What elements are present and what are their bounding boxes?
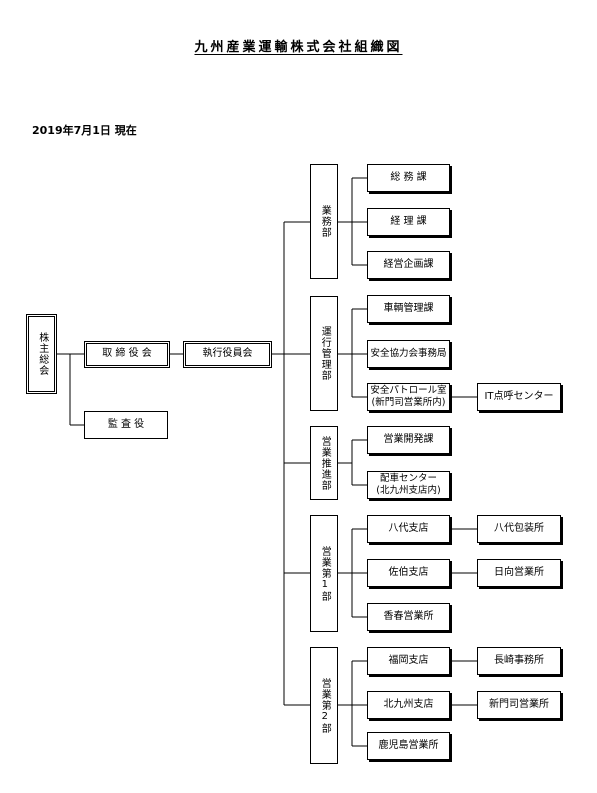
section-hyuga-label: 日向営業所 [494, 566, 544, 578]
section-kitakyushu: 北九州支店 [367, 691, 450, 719]
shareholders-box: 株主総会 [26, 314, 57, 394]
section-keiei-kikaku: 経営企画課 [367, 251, 450, 279]
section-kawara: 香春営業所 [367, 603, 450, 631]
section-yatsushiro-hoso-label: 八代包装所 [494, 522, 544, 534]
section-kagoshima: 鹿児島営業所 [367, 732, 450, 760]
section-haisha: 配車センター (北九州支店内) [367, 471, 450, 499]
section-haisha-label: 配車センター [379, 473, 437, 485]
auditor-label: 監 査 役 [107, 418, 145, 430]
section-yatsushiro-hoso: 八代包装所 [477, 515, 561, 543]
page-title: 九州産業運輸株式会社組織図 [194, 40, 403, 55]
section-nagasaki-label: 長崎事務所 [494, 654, 544, 666]
dept-gyomu-label: 業務部 [319, 205, 331, 238]
dept-eigyo-1: 営業第1部 [310, 515, 338, 632]
section-fukuoka: 福岡支店 [367, 647, 450, 675]
section-anzen-kyoryoku-label: 安全協力会事務局 [370, 348, 447, 360]
section-kagoshima-label: 鹿児島営業所 [378, 739, 439, 751]
section-hyuga: 日向営業所 [477, 559, 561, 587]
section-eigyo-kaihatsu-label: 営業開発課 [383, 433, 434, 445]
section-shinmoji: 新門司営業所 [477, 691, 561, 719]
dept-eigyo-suishin: 営業推進部 [310, 426, 338, 500]
section-fukuoka-label: 福岡支店 [388, 654, 429, 666]
dept-unko: 運行管理部 [310, 296, 338, 411]
executive-box: 執行役員会 [183, 341, 272, 368]
section-eigyo-kaihatsu: 営業開発課 [367, 426, 450, 454]
section-it-tenko-label: IT点呼センター [484, 390, 554, 402]
dept-eigyo-suishin-label: 営業推進部 [319, 435, 331, 491]
section-kawara-label: 香春営業所 [383, 610, 434, 622]
section-keiri-label: 経 理 課 [390, 215, 427, 227]
section-kitakyushu-label: 北九州支店 [383, 698, 434, 710]
section-keiri: 経 理 課 [367, 208, 450, 236]
dept-eigyo-2-label: 営業第2部 [319, 677, 331, 734]
dept-eigyo-2: 営業第2部 [310, 647, 338, 764]
dept-eigyo-1-label: 営業第1部 [319, 545, 331, 602]
section-saiki: 佐伯支店 [367, 559, 450, 587]
section-yatsushiro: 八代支店 [367, 515, 450, 543]
section-anzen-patrol: 安全パトロール室 (新門司営業所内) [367, 383, 450, 411]
section-shinmoji-label: 新門司営業所 [489, 698, 549, 710]
auditor-box: 監 査 役 [84, 411, 168, 439]
section-somu: 総 務 課 [367, 164, 450, 192]
section-saiki-label: 佐伯支店 [388, 566, 429, 578]
board-label: 取 締 役 会 [102, 348, 152, 360]
section-anzen-patrol-label: 安全パトロール室 [370, 385, 447, 397]
section-nagasaki: 長崎事務所 [477, 647, 561, 675]
shareholders-label: 株主総会 [36, 332, 48, 376]
board-box: 取 締 役 会 [84, 341, 170, 368]
section-sharyo-label: 車輌管理課 [383, 302, 434, 314]
dept-unko-label: 運行管理部 [319, 326, 331, 381]
section-sharyo: 車輌管理課 [367, 295, 450, 323]
dept-gyomu: 業務部 [310, 164, 338, 279]
section-anzen-kyoryoku: 安全協力会事務局 [367, 340, 450, 368]
section-haisha-location: (北九州支店内) [376, 485, 441, 496]
section-it-tenko: IT点呼センター [477, 383, 561, 411]
as-of-date: 2019年7月1日 現在 [32, 124, 137, 137]
section-yatsushiro-label: 八代支店 [388, 522, 429, 534]
section-anzen-patrol-location: (新門司営業所内) [371, 397, 446, 408]
section-somu-label: 総 務 課 [390, 171, 427, 183]
executive-label: 執行役員会 [202, 348, 253, 360]
section-keiei-kikaku-label: 経営企画課 [383, 258, 434, 270]
